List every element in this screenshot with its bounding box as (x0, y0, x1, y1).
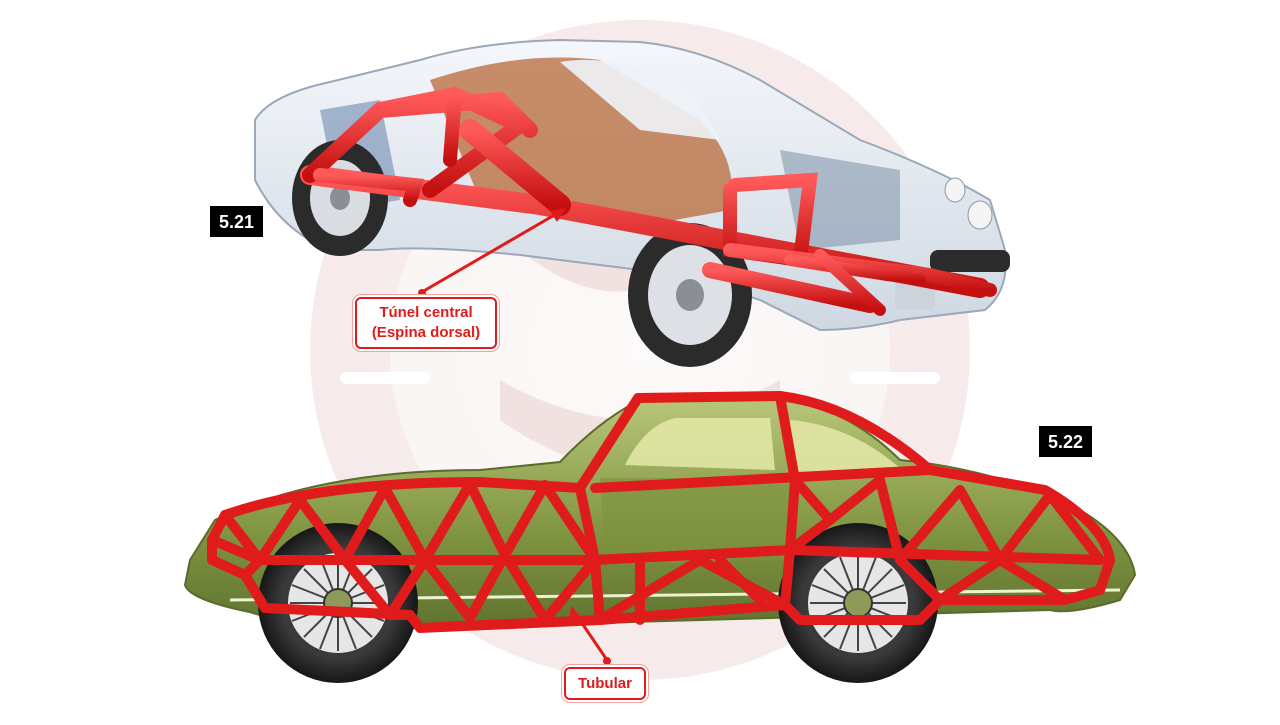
figure-label-5-22: 5.22 (1039, 426, 1093, 457)
car-tubular-chassis (183, 391, 1137, 683)
callout-tubular-label: Tubular (578, 675, 632, 692)
leader-tubular (569, 606, 611, 665)
backbone-frame (300, 86, 997, 316)
bottom-car-window-front (625, 418, 775, 470)
callout-tunel-line2: (Espina dorsal) (371, 324, 481, 341)
callout-tunel-central: Túnel central (Espina dorsal) (355, 297, 497, 349)
car-backbone-chassis (254, 38, 1010, 367)
tubular-frame (207, 391, 1115, 633)
callout-tubular: Tubular (564, 667, 646, 700)
callout-tunel-line1: Túnel central (379, 304, 473, 321)
leader-tunel (418, 208, 566, 297)
figure-label-5-21: 5.21 (210, 206, 264, 237)
bottom-car-window-rear (790, 420, 900, 472)
